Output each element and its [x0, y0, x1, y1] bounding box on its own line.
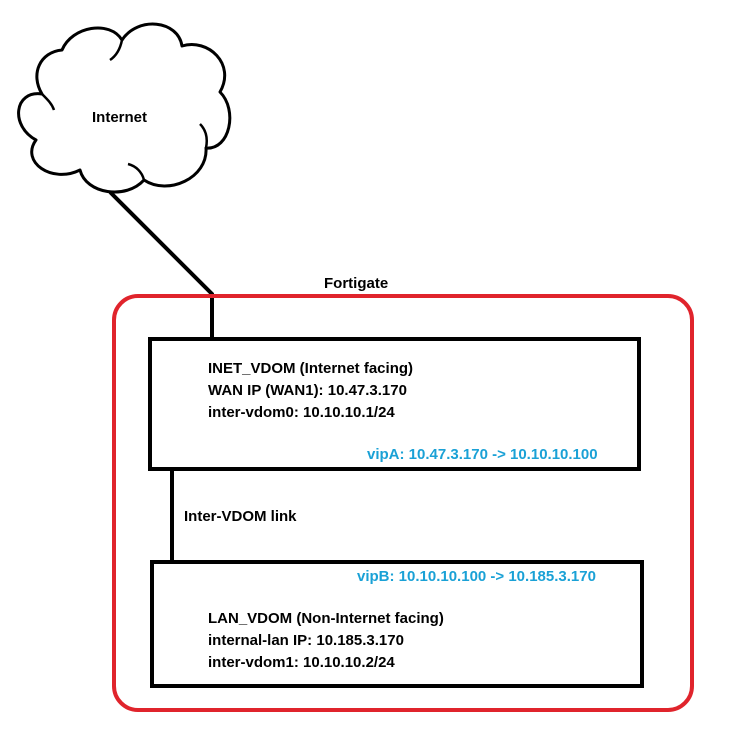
- inet-vdom-box: [148, 337, 641, 471]
- cloud-scallop-bottom: [127, 162, 146, 181]
- vip-b-label: vipB: 10.10.10.100 -> 10.185.3.170: [357, 568, 596, 585]
- lan-vdom-details: LAN_VDOM (Non-Internet facing) internal-…: [208, 608, 444, 674]
- internet-cloud-icon: [17, 22, 232, 194]
- cloud-scallop-left: [41, 93, 56, 111]
- inet-vdom-inter-vdom0: inter-vdom0: 10.10.10.1/24: [208, 404, 395, 421]
- inet-vdom-details: INET_VDOM (Internet facing) WAN IP (WAN1…: [208, 358, 413, 424]
- lan-vdom-inter-vdom1: inter-vdom1: 10.10.10.2/24: [208, 654, 395, 671]
- cloud-scallop-right: [199, 123, 208, 149]
- cloud-scallop-top: [109, 39, 124, 62]
- inet-vdom-title: INET_VDOM (Internet facing): [208, 360, 414, 377]
- vip-a-label: vipA: 10.47.3.170 -> 10.10.10.100: [367, 446, 598, 463]
- inter-vdom-link-label: Inter-VDOM link: [184, 508, 297, 525]
- internet-label: Internet: [92, 109, 148, 126]
- internet-link-line: [108, 190, 214, 339]
- fortigate-label: Fortigate: [324, 275, 389, 292]
- fortigate-boundary: [112, 294, 694, 712]
- lan-vdom-title: LAN_VDOM (Non-Internet facing): [208, 610, 444, 627]
- lan-vdom-internal-ip: internal-lan IP: 10.185.3.170: [208, 632, 404, 649]
- inet-vdom-wan-ip: WAN IP (WAN1): 10.47.3.170: [208, 382, 407, 399]
- lan-vdom-box: [150, 560, 644, 688]
